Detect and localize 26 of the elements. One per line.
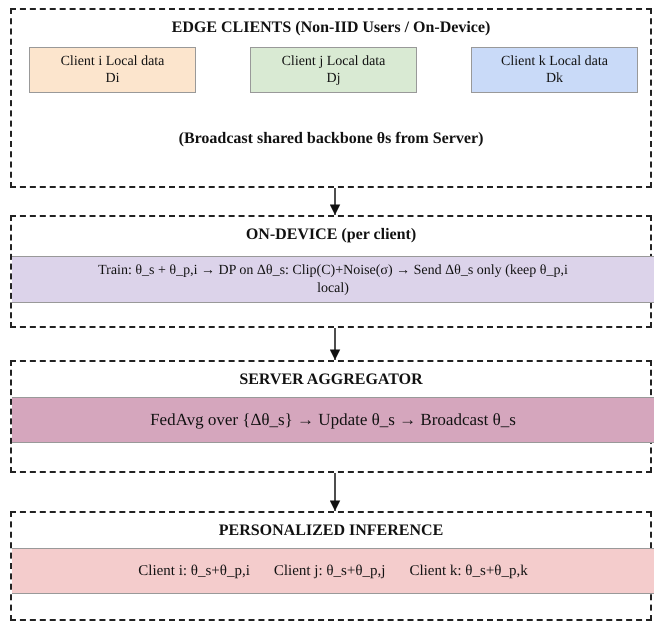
client-box (250, 47, 417, 93)
dashed-panel (10, 8, 652, 188)
panel-heading: PERSONALIZED INFERENCE (218, 521, 444, 541)
arrow (330, 473, 340, 511)
box-text: Client k Local data Dk (500, 52, 609, 88)
box-text: Client k: θ_s+θ_p,k (409, 562, 528, 580)
box-text: FedAvg over {Δθ_s} → Update θ_s → Broadcast θ_s (150, 409, 516, 431)
arrow (330, 188, 340, 215)
panel-heading: EDGE CLIENTS (Non-IID Users / On-Device) (170, 18, 492, 38)
client-box (471, 47, 638, 93)
box-text: Client j Local data Dj (280, 52, 386, 88)
dashed-panel (10, 511, 652, 621)
panel-heading: ON-DEVICE (per client) (244, 225, 418, 245)
process-bar (12, 397, 654, 443)
dashed-panel (10, 360, 652, 473)
process-bar (12, 548, 654, 594)
box-text: Client j: θ_s+θ_p,j (274, 562, 386, 580)
dashed-panel (10, 215, 652, 328)
process-bar (12, 256, 654, 303)
box-text: Train: θ_s + θ_p,i → DP on Δθ_s: Clip(C)+Noise(σ) → Send Δθ_s only (keep θ_p,i local) (97, 262, 569, 297)
box-text: Client i Local data Di (60, 52, 166, 88)
arrow (330, 328, 340, 360)
panel-heading: SERVER AGGREGATOR (238, 370, 424, 390)
client-box (29, 47, 196, 93)
box-text: Client i: θ_s+θ_p,i (138, 562, 250, 580)
panel-note: (Broadcast shared backbone θs from Server) (178, 129, 484, 149)
